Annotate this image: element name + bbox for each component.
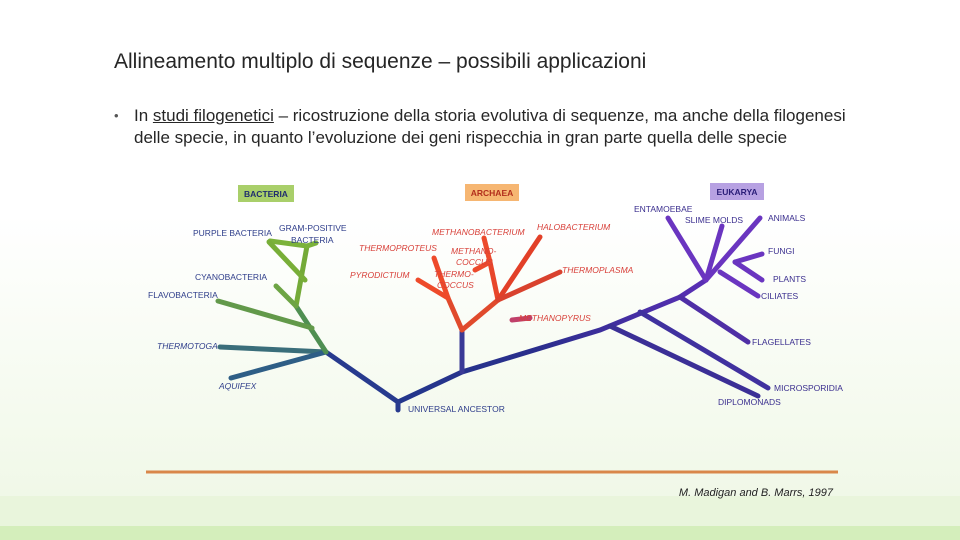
taxon-ciliates: CILIATES bbox=[761, 291, 798, 301]
bullet-dot: • bbox=[114, 108, 119, 123]
domain-bacteria-label: BACTERIA bbox=[244, 189, 288, 199]
taxon-aquifex: AQUIFEX bbox=[218, 381, 257, 391]
bullet-lead: In bbox=[134, 106, 153, 125]
taxon-thermoplasma: THERMOPLASMA bbox=[562, 265, 634, 275]
taxon-methanococcus-line1: METHANO- bbox=[451, 246, 497, 256]
taxon-flagellates: FLAGELLATES bbox=[752, 337, 811, 347]
footer-band bbox=[0, 526, 960, 540]
taxon-methanococcus-line2: COCCUS bbox=[456, 257, 493, 267]
slide-title: Allineamento multiplo di sequenze – poss… bbox=[114, 50, 647, 73]
bacteria-branches bbox=[215, 238, 329, 381]
taxon-thermoproteus: THERMOPROTEUS bbox=[359, 243, 437, 253]
taxon-purple-bacteria: PURPLE BACTERIA bbox=[193, 228, 272, 238]
taxon-gram-positive-line1: GRAM-POSITIVE bbox=[279, 223, 347, 233]
archaea-branches bbox=[415, 234, 563, 375]
taxon-halobacterium: HALOBACTERIUM bbox=[537, 222, 611, 232]
taxon-microsporidia: MICROSPORIDIA bbox=[774, 383, 843, 393]
domain-archaea: ARCHAEA bbox=[465, 184, 519, 201]
bullet-item: • In studi filogenetici – ricostruzione … bbox=[114, 105, 854, 149]
taxon-pyrodictium: PYRODICTIUM bbox=[350, 270, 410, 280]
domain-bacteria: BACTERIA bbox=[238, 185, 294, 202]
taxon-fungi: FUNGI bbox=[768, 246, 794, 256]
bullet-text: In studi filogenetici – ricostruzione de… bbox=[134, 105, 854, 149]
bullet-link-text: studi filogenetici bbox=[152, 106, 274, 125]
taxon-gram-positive-line2: BACTERIA bbox=[291, 235, 334, 245]
footer-band-light bbox=[0, 496, 960, 526]
taxon-thermococcus-line2: COCCUS bbox=[437, 280, 474, 290]
domain-eukarya: EUKARYA bbox=[710, 183, 764, 200]
eukarya-branches bbox=[607, 215, 771, 399]
taxon-methanopyrus: METHANOPYRUS bbox=[519, 313, 591, 323]
root-universal-ancestor: UNIVERSAL ANCESTOR bbox=[408, 404, 505, 414]
taxon-diplomonads: DIPLOMONADS bbox=[718, 397, 781, 407]
tree-trunk bbox=[323, 277, 709, 413]
taxon-thermococcus-line1: THERMO- bbox=[434, 269, 474, 279]
taxon-methanobacterium: METHANOBACTERIUM bbox=[432, 227, 525, 237]
taxon-cyanobacteria: CYANOBACTERIA bbox=[195, 272, 267, 282]
taxon-slime-molds: SLIME MOLDS bbox=[685, 215, 743, 225]
taxon-entamoebae: ENTAMOEBAE bbox=[634, 204, 693, 214]
taxon-thermotoga: THERMOTOGA bbox=[157, 341, 218, 351]
domain-eukarya-label: EUKARYA bbox=[717, 187, 758, 197]
figure-credit: M. Madigan and B. Marrs, 1997 bbox=[679, 487, 834, 499]
taxon-plants: PLANTS bbox=[773, 274, 806, 284]
domain-archaea-label: ARCHAEA bbox=[471, 188, 514, 198]
taxon-animals: ANIMALS bbox=[768, 213, 806, 223]
bullet-rest: – ricostruzione della storia evolutiva d… bbox=[134, 106, 846, 147]
taxon-flavobacteria: FLAVOBACTERIA bbox=[148, 290, 218, 300]
